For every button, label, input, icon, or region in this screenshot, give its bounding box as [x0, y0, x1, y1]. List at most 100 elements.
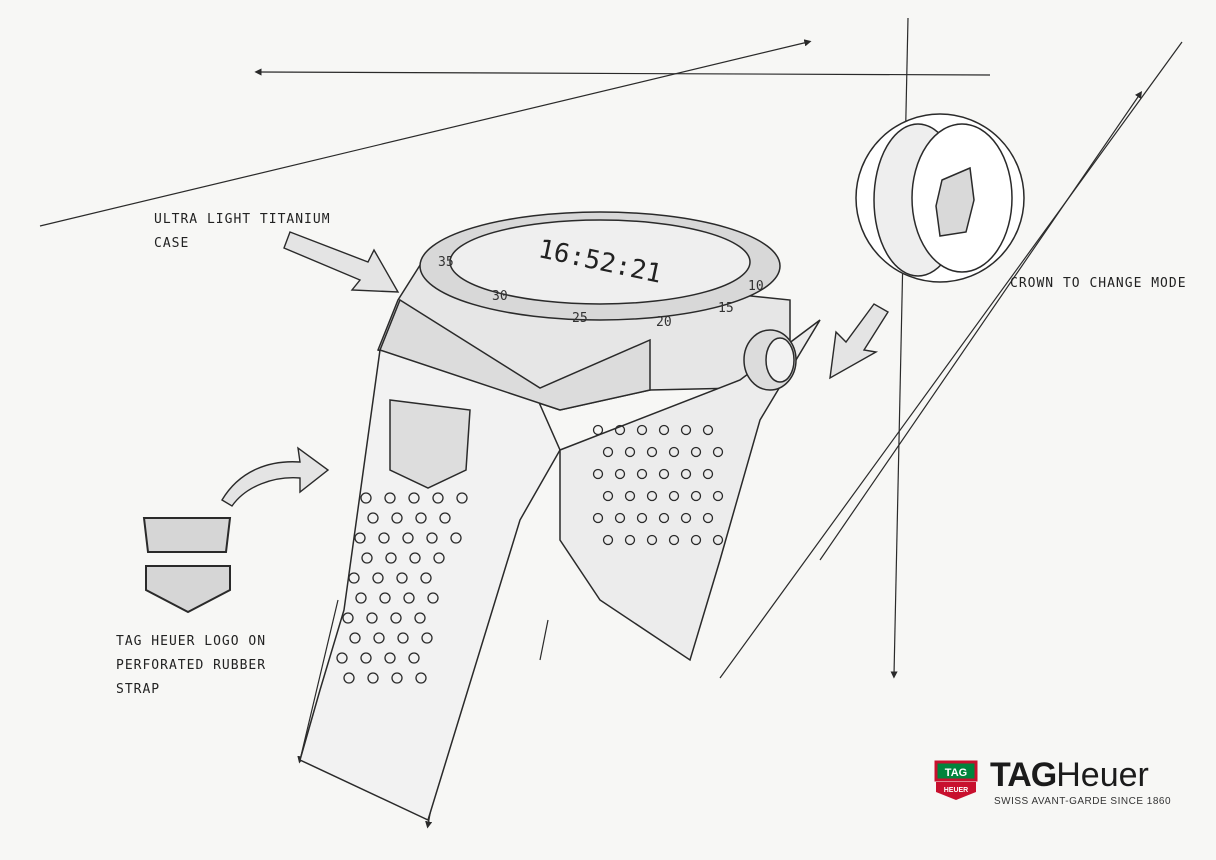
perforation-hole — [349, 632, 361, 644]
perforation-hole — [372, 572, 384, 584]
construction-line — [539, 619, 549, 661]
annotation-strap: TAG HEUER LOGO ON PERFORATED RUBBER STRA… — [116, 634, 267, 697]
perforation-hole — [385, 552, 397, 564]
perforation-hole — [384, 652, 396, 664]
perforation-hole — [614, 424, 626, 436]
perforation-hole — [712, 490, 724, 502]
tag-heuer-shield-icon: TAG HEUER — [934, 760, 978, 800]
annotation-crown: CROWN TO CHANGE MODE — [1010, 276, 1187, 291]
perforation-hole — [360, 652, 372, 664]
perforation-hole — [421, 632, 433, 644]
logo-sketch-chevron — [145, 565, 231, 614]
construction-line — [719, 41, 1183, 679]
perforation-hole — [342, 612, 354, 624]
crown-button-face — [765, 337, 795, 383]
perforation-hole — [602, 490, 614, 502]
perforation-hole — [668, 534, 680, 546]
perforation-hole — [636, 468, 648, 480]
perforation-hole — [624, 490, 636, 502]
perforation-hole — [348, 572, 360, 584]
perforation-hole — [450, 532, 462, 544]
construction-line — [39, 39, 812, 227]
bezel-number: 15 — [718, 301, 734, 316]
perforation-hole — [646, 490, 658, 502]
perforation-hole — [680, 512, 692, 524]
perforation-hole — [343, 672, 355, 684]
bezel-markings: 35 30 25 20 15 10 — [438, 255, 764, 330]
perforation-hole — [409, 552, 421, 564]
perforation-hole — [373, 632, 385, 644]
perforation-hole — [384, 492, 396, 504]
bezel-number: 30 — [492, 289, 508, 304]
strap-arrow — [221, 446, 330, 507]
perforation-hole — [379, 592, 391, 604]
bezel-number: 35 — [438, 255, 454, 270]
perforation-hole — [624, 446, 636, 458]
perforation-hole — [712, 534, 724, 546]
perforation-hole — [624, 534, 636, 546]
perforation-hole — [415, 672, 427, 684]
brand-logo: TAG HEUER TAGHeuer SWISS AVANT-GARDE SIN… — [930, 756, 1200, 816]
perforation-hole — [360, 492, 372, 504]
perforation-hole — [690, 490, 702, 502]
logo-sketch-bar — [142, 517, 232, 553]
construction-line — [890, 17, 909, 679]
perforation-hole — [433, 552, 445, 564]
bezel-number: 20 — [656, 315, 672, 330]
construction-line — [819, 91, 1143, 561]
strap-perforations — [336, 424, 724, 684]
perforation-hole — [646, 534, 658, 546]
perforation-hole — [367, 672, 379, 684]
bezel-number: 25 — [572, 311, 588, 326]
perforation-hole — [690, 446, 702, 458]
brand-tagline: SWISS AVANT-GARDE SINCE 1860 — [994, 796, 1172, 807]
perforation-hole — [439, 512, 451, 524]
perforation-hole — [614, 468, 626, 480]
perforation-hole — [402, 532, 414, 544]
perforation-hole — [427, 592, 439, 604]
perforation-hole — [426, 532, 438, 544]
watch-body — [299, 211, 821, 822]
perforation-hole — [658, 512, 670, 524]
perforation-hole — [366, 612, 378, 624]
perforation-hole — [408, 492, 420, 504]
perforation-hole — [408, 652, 420, 664]
case-lug — [379, 298, 651, 411]
perforation-hole — [403, 592, 415, 604]
perforation-hole — [614, 512, 626, 524]
construction-lines — [39, 17, 1183, 829]
perforation-hole — [646, 446, 658, 458]
perforation-hole — [396, 572, 408, 584]
bezel-number: 10 — [748, 279, 764, 294]
perforation-hole — [668, 490, 680, 502]
brand-wordmark: TAGHeuer — [990, 756, 1149, 794]
perforation-hole — [414, 612, 426, 624]
pointer-arrows — [221, 231, 889, 507]
perforation-hole — [702, 512, 714, 524]
logo-sketch — [142, 517, 232, 614]
perforation-hole — [602, 534, 614, 546]
perforation-hole — [361, 552, 373, 564]
svg-text:HEUER: HEUER — [944, 787, 969, 794]
perforation-hole — [592, 424, 604, 436]
perforation-hole — [354, 532, 366, 544]
perforation-hole — [602, 446, 614, 458]
perforation-hole — [702, 424, 714, 436]
perforation-hole — [658, 468, 670, 480]
perforation-hole — [592, 468, 604, 480]
case-arrow — [283, 231, 400, 293]
perforation-hole — [456, 492, 468, 504]
perforation-hole — [391, 512, 403, 524]
perforation-hole — [391, 672, 403, 684]
perforation-hole — [680, 468, 692, 480]
perforation-hole — [702, 468, 714, 480]
construction-line — [297, 599, 339, 764]
perforation-hole — [355, 592, 367, 604]
perforation-hole — [712, 446, 724, 458]
perforation-hole — [636, 512, 648, 524]
perforation-hole — [420, 572, 432, 584]
perforation-hole — [432, 492, 444, 504]
strap-front — [299, 349, 561, 822]
perforation-hole — [680, 424, 692, 436]
